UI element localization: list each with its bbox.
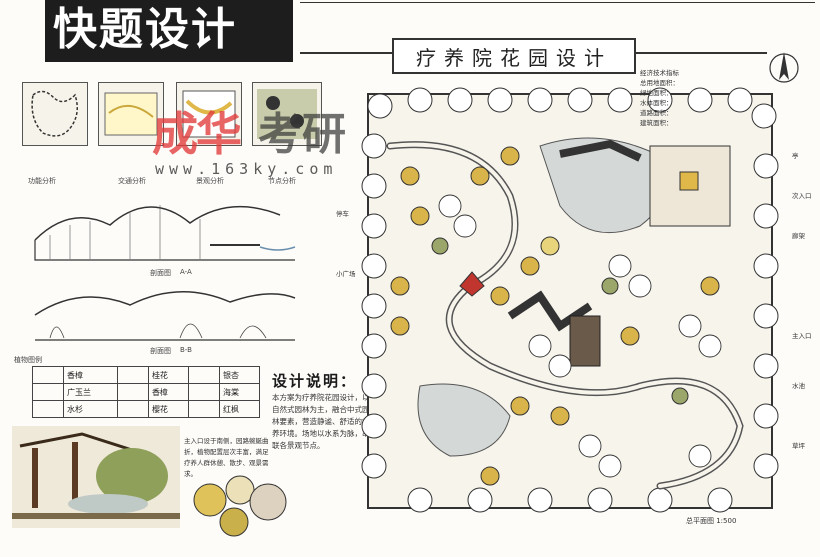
thumbnail-label-1: 功能分析 [28, 177, 56, 185]
legend-cell: 香樟 [147, 383, 189, 401]
thumbnail-label-4: 节点分析 [268, 177, 296, 185]
design-notes-lower: 主入口设于南侧，园路蜿蜒曲折，植物配置层次丰富，满足疗养人群休憩、散步、观景需求… [184, 437, 269, 478]
legend-cell: 红枫 [218, 400, 261, 418]
plan-callout: 主入口 [792, 332, 812, 340]
page-title: 疗养院花园设计 [416, 45, 612, 70]
header-rule-right [632, 52, 767, 54]
thumbnail-label-2: 交通分析 [118, 177, 146, 185]
thumbnail-nodes [252, 82, 322, 146]
plan-callout: 次入口 [792, 192, 812, 200]
section-a-scale: A-A [180, 268, 192, 276]
table-row: 香樟 桂花 银杏 [32, 366, 261, 384]
section-a-label: 剖面图 [150, 269, 171, 277]
north-arrow-icon [769, 52, 799, 83]
watermark-brand: 成华 [152, 107, 242, 161]
plan-callout: 水池 [792, 382, 805, 390]
table-row: 水杉 樱花 红枫 [32, 400, 261, 418]
legend-cell: 香樟 [63, 366, 118, 384]
table-row: 广玉兰 香樟 海棠 [32, 383, 261, 401]
plan-callout: 廊架 [792, 232, 805, 240]
section-a-drawing [34, 205, 296, 261]
header-rule-top [300, 2, 815, 3]
legend-cell: 樱花 [147, 400, 189, 418]
section-b-label: 剖面图 [150, 347, 171, 355]
plant-legend-table: 香樟 桂花 银杏 广玉兰 香樟 海棠 水杉 樱花 红枫 [32, 366, 261, 418]
plan-callout: 亭 [792, 152, 799, 160]
legend-cell: 海棠 [218, 383, 261, 401]
logo-text: 快题设计 [53, 4, 237, 55]
legend-cell: 银杏 [218, 366, 261, 384]
thumbnail-circulation [98, 82, 164, 146]
legend-cell: 广玉兰 [63, 383, 118, 401]
section-b-drawing [34, 290, 296, 341]
section-b-scale: B-B [180, 346, 192, 354]
perspective-sketch [12, 426, 180, 528]
plan-callout: 停车 [336, 210, 349, 218]
watermark-url: www.163ky.com [155, 160, 338, 178]
logo-block: 快题设计 [45, 0, 293, 62]
plan-callout: 草坪 [792, 442, 805, 450]
legend-cell: 水杉 [63, 400, 118, 418]
header-rule-left [300, 52, 392, 54]
indicator-line: 水体面积： [640, 99, 673, 107]
indicator-line: 绿地面积： [640, 89, 673, 97]
design-notes-body: 本方案为疗养院花园设计，以自然式园林为主，融合中式园林要素，营造静谧、舒适的疗养… [272, 393, 370, 450]
indicator-line: 建筑面积： [640, 119, 673, 127]
watermark-name: 考研 [258, 109, 346, 160]
indicators-heading: 经济技术指标 [640, 69, 679, 77]
thumbnail-landscape [176, 82, 242, 146]
design-notes-title: 设计说明： [272, 372, 358, 390]
legend-header: 植物图例 [14, 356, 42, 364]
master-plan-drawing [361, 87, 779, 513]
plan-callout: 小广场 [336, 270, 356, 278]
indicator-line: 道路面积： [640, 109, 673, 117]
thumbnail-function [22, 82, 88, 146]
technical-indicators: 经济技术指标 总用地面积： 绿地面积： 水体面积： 道路面积： 建筑面积： [640, 68, 736, 128]
indicator-line: 总用地面积： [640, 79, 679, 87]
legend-cell: 桂花 [147, 366, 189, 384]
thumbnail-label-3: 景观分析 [196, 177, 224, 185]
title-box: 疗养院花园设计 [392, 38, 636, 74]
planting-node-sketch [193, 475, 287, 537]
plan-caption: 总平面图 1:500 [686, 517, 737, 525]
